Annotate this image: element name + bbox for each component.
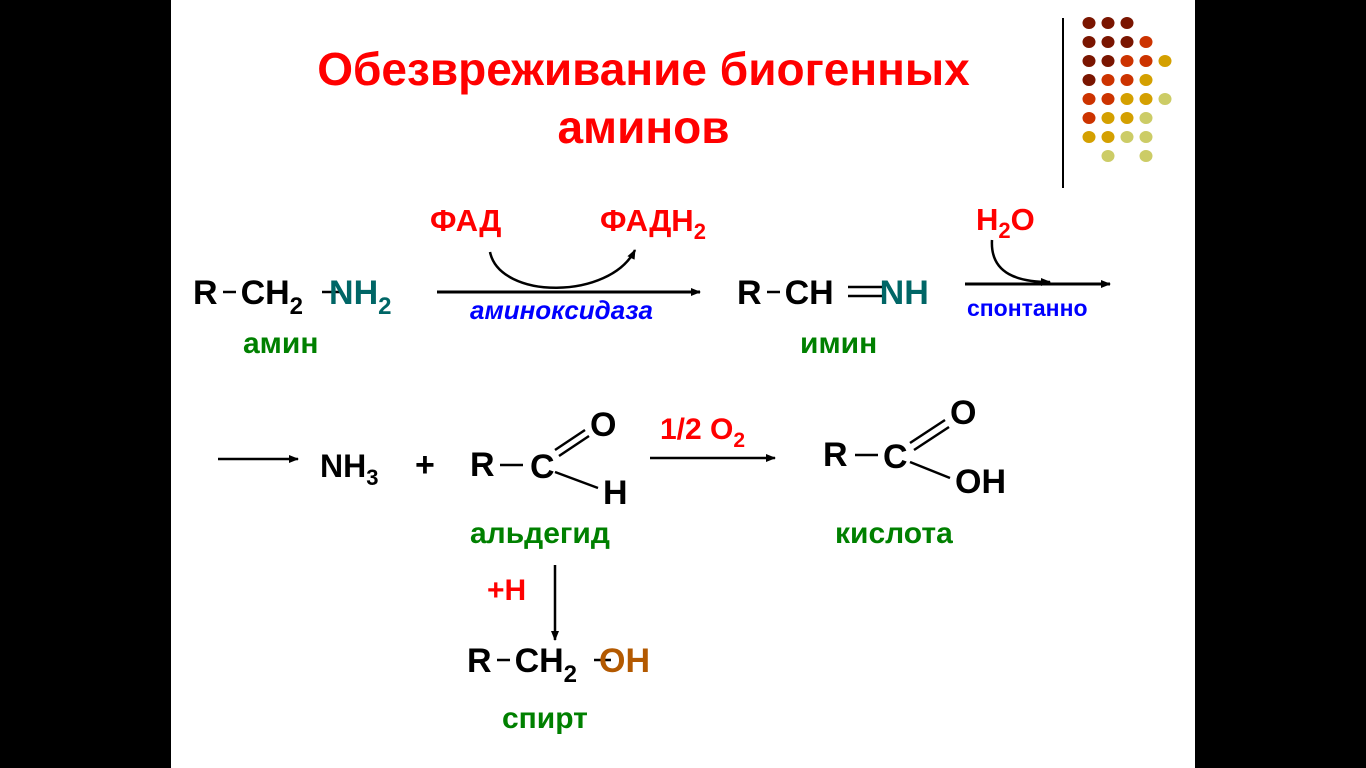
decorative-dot [1139, 112, 1153, 124]
oxidant-label: 1/2 O2 [660, 413, 746, 452]
decorative-dot [1082, 131, 1096, 143]
decorative-dot [1101, 93, 1115, 105]
decorative-dot [1120, 17, 1134, 29]
aldehyde-h: H [603, 474, 628, 512]
decorative-dot [1101, 150, 1115, 162]
decorative-dot [1101, 55, 1115, 67]
decorative-dot [1082, 17, 1096, 29]
decorative-dot [1139, 150, 1153, 162]
aldehyde-c: C [530, 448, 555, 486]
decorative-dot [1101, 112, 1115, 124]
decorative-dot [1120, 36, 1134, 48]
decorative-dot [1101, 36, 1115, 48]
decorative-dots [1082, 17, 1172, 162]
water-label: H2O [976, 202, 1035, 243]
decorative-dot [1120, 112, 1134, 124]
decorative-dot [1120, 131, 1134, 143]
slide [171, 0, 1195, 768]
plus-sign: + [415, 446, 435, 484]
spontaneous-label: спонтанно [967, 295, 1088, 321]
imine-label: имин [800, 327, 878, 360]
decorative-dot [1101, 17, 1115, 29]
decorative-dot [1082, 112, 1096, 124]
acid-oh: OH [955, 463, 1006, 501]
title-line2: аминов [557, 101, 730, 153]
aldehyde-label: альдегид [470, 517, 610, 550]
amine-label: амин [243, 327, 319, 360]
aldehyde-r: R [470, 446, 495, 484]
cofactor-curve-arrow [488, 249, 637, 289]
decorative-dot [1139, 36, 1153, 48]
fadh2-label: ФАДН2 [600, 203, 706, 244]
decorative-dot [1120, 55, 1134, 67]
decorative-dot [1082, 93, 1096, 105]
decorative-dot [1139, 55, 1153, 67]
acid-c: C [883, 438, 908, 476]
decorative-dot [1101, 131, 1115, 143]
ammonia-formula: NH3 [320, 448, 379, 490]
decorative-dot [1120, 93, 1134, 105]
decorative-dot [1158, 55, 1172, 67]
decorative-dot [1101, 74, 1115, 86]
decorative-dot [1139, 93, 1153, 105]
enzyme-label: аминоксидаза [470, 295, 653, 325]
acid-o: O [950, 394, 977, 432]
decorative-dot [1120, 74, 1134, 86]
title-line1: Обезвреживание биогенных [317, 43, 970, 95]
slide-title: Обезвреживание биогенных аминов [171, 40, 1116, 156]
decorative-dot [1082, 55, 1096, 67]
reductant-label: +H [487, 574, 527, 607]
decorative-dot [1139, 131, 1153, 143]
decorative-dot [1158, 93, 1172, 105]
alcohol-label: спирт [502, 702, 588, 735]
acid-label: кислота [835, 517, 953, 550]
decorative-dot [1082, 74, 1096, 86]
decorative-dot [1139, 74, 1153, 86]
acid-r: R [823, 436, 848, 474]
single-bonds [223, 290, 951, 662]
water-curve-arrow [990, 239, 1051, 286]
fad-label: ФАД [430, 203, 502, 238]
aldehyde-o: O [590, 406, 617, 444]
decorative-dot [1082, 36, 1096, 48]
